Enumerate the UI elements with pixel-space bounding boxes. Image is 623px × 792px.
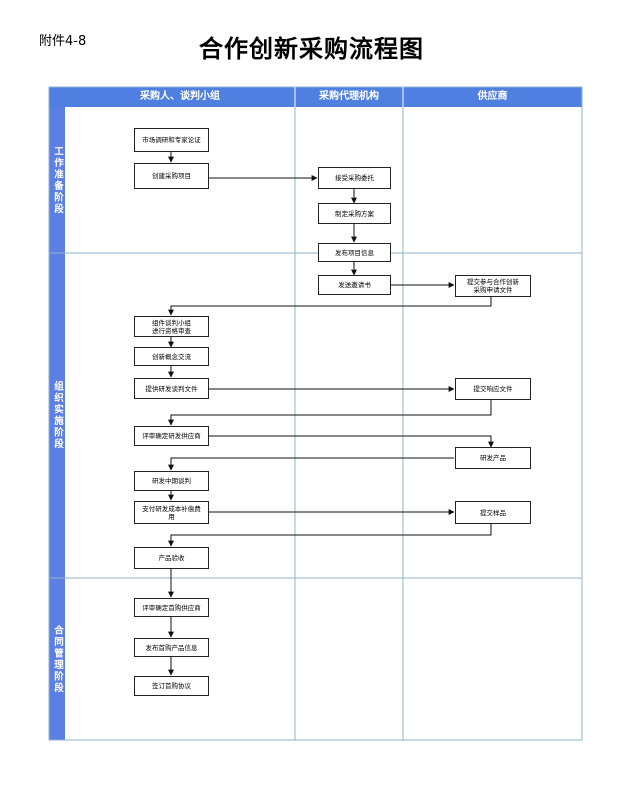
node-pay-compensation: 支付研发成本补偿费 用 bbox=[134, 501, 209, 524]
page-title: 合作创新采购流程图 bbox=[199, 35, 424, 63]
flow-arrow bbox=[168, 297, 492, 316]
phase-column bbox=[49, 107, 65, 740]
node-procurement-plan: 制定采购方案 bbox=[318, 203, 391, 224]
phase-preparation: 工作准备阶段 bbox=[49, 107, 65, 253]
flow-arrow bbox=[168, 457, 454, 471]
column-header-supplier: 供应商 bbox=[477, 91, 508, 102]
node-accept-commission: 接受采购委托 bbox=[318, 167, 391, 189]
phase-label: 合同管理阶段 bbox=[52, 624, 63, 694]
node-submit-response: 提交响应文件 bbox=[455, 378, 531, 400]
node-create-project: 创建采购项目 bbox=[134, 163, 209, 189]
node-product-acceptance: 产品验收 bbox=[134, 547, 209, 569]
swimlane-frame bbox=[48, 86, 583, 741]
node-send-invitation: 发送邀请书 bbox=[318, 275, 391, 295]
node-midterm-negotiation: 研发中期谈判 bbox=[134, 471, 209, 491]
phase-label: 组织实施阶段 bbox=[52, 381, 63, 450]
column-header-agency: 采购代理机构 bbox=[319, 91, 379, 102]
node-select-first-supplier: 评审确定首购供应商 bbox=[134, 598, 209, 617]
node-select-rd-supplier: 评审确定研发供应商 bbox=[134, 426, 209, 446]
flow-arrow bbox=[209, 435, 494, 448]
phase-label: 工作准备阶段 bbox=[52, 145, 63, 215]
attachment-label: 附件4-8 bbox=[39, 34, 87, 49]
node-form-team: 组件谈判小组 进行资格审查 bbox=[134, 316, 209, 337]
node-publish-info: 发布项目信息 bbox=[318, 243, 391, 262]
header-bar bbox=[49, 87, 582, 107]
phase-contract: 合同管理阶段 bbox=[49, 578, 65, 740]
node-develop-product: 研发产品 bbox=[455, 447, 531, 469]
node-submit-application: 提交参与合作创新 采购申请文件 bbox=[455, 275, 531, 297]
node-market-research: 市场调研和专家论证 bbox=[134, 128, 209, 152]
node-provide-docs: 提供研发谈判文件 bbox=[134, 378, 209, 399]
node-submit-sample: 提交样品 bbox=[455, 501, 531, 524]
phase-implementation: 组织实施阶段 bbox=[49, 253, 65, 578]
node-publish-first-purchase: 发布首购产品信息 bbox=[134, 638, 209, 657]
flow-arrow bbox=[168, 524, 492, 547]
node-sign-agreement: 签订首购协议 bbox=[134, 676, 209, 696]
flow-arrow bbox=[168, 400, 492, 426]
node-concept-exchange: 创新概念交流 bbox=[134, 347, 209, 366]
column-header-purchaser: 采购人、谈判小组 bbox=[140, 91, 220, 102]
